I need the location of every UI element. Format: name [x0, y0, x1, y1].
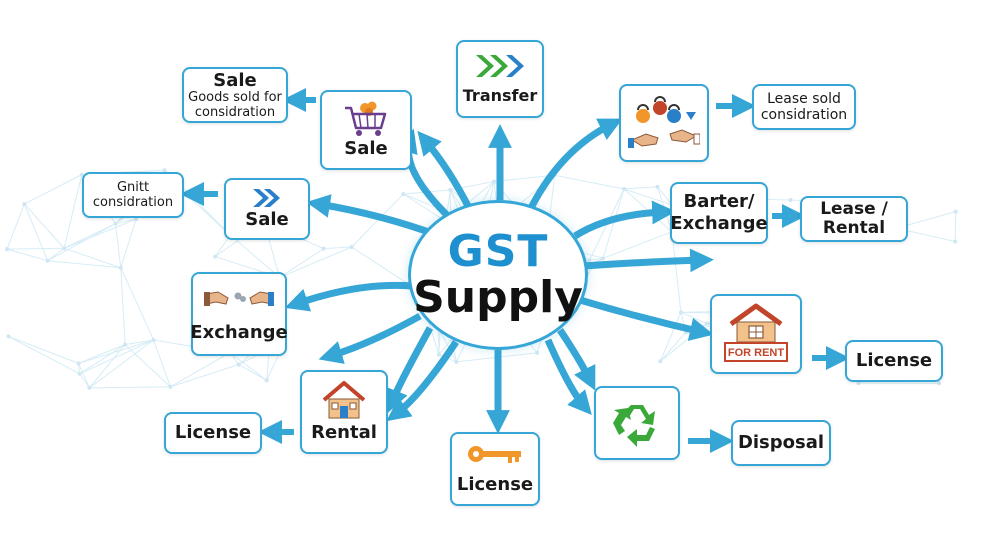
- sale-chevron-label: Sale: [245, 209, 289, 230]
- house-icon: [322, 381, 366, 419]
- disposal-label: Disposal: [737, 432, 825, 453]
- exchange-label: Exchange: [190, 322, 288, 343]
- lease-rental-line2: Rental: [822, 218, 886, 238]
- gift-consideration-node[interactable]: Gnitt considration: [82, 172, 184, 218]
- license-key-node[interactable]: License: [450, 432, 540, 506]
- license-right-node[interactable]: License: [845, 340, 943, 382]
- barter-line2: Exchange: [670, 213, 768, 234]
- for-rent-house-icon: FOR RENT: [724, 303, 788, 362]
- license-right-label: License: [855, 350, 933, 371]
- license-left-label: License: [174, 422, 252, 443]
- for-rent-node[interactable]: FOR RENT: [710, 294, 802, 374]
- sale-goods-sub1: Goods sold for: [188, 89, 282, 105]
- key-icon: [468, 446, 521, 463]
- lease-sold-node[interactable]: Lease sold considration: [752, 84, 856, 130]
- lease-rental-node[interactable]: Lease / Rental: [800, 196, 908, 242]
- padlocks-hands-icon: [628, 96, 700, 148]
- sale-cart-label: Sale: [344, 138, 388, 159]
- rental-label: Rental: [311, 422, 377, 443]
- for-rent-sign-text: FOR RENT: [728, 347, 785, 359]
- lease-rental-line1: Lease /: [820, 199, 888, 219]
- transfer-node[interactable]: Transfer: [456, 40, 544, 118]
- sale-goods-title: Sale: [213, 69, 257, 91]
- handshake-exchange-icon: [204, 291, 274, 306]
- license-left-node[interactable]: License: [164, 412, 262, 454]
- lease-sold-line2: considration: [760, 107, 848, 123]
- sale-goods-sub2: considration: [194, 104, 276, 120]
- exchange-node[interactable]: Exchange: [190, 272, 288, 356]
- lease-sold-line1: Lease sold: [767, 91, 841, 107]
- sale-chevron-node[interactable]: Sale: [224, 178, 310, 240]
- transfer-label: Transfer: [462, 86, 538, 105]
- sale-cart-node[interactable]: Sale: [320, 90, 412, 170]
- barter-line1: Barter/: [683, 191, 755, 212]
- hub-title-gst: GST: [447, 226, 549, 277]
- sale-goods-node[interactable]: Sale Goods sold for considration: [182, 67, 288, 123]
- disposal-recycle-node[interactable]: [594, 386, 680, 460]
- gst-supply-hub: GST Supply: [408, 200, 588, 350]
- shopping-cart-icon: [345, 101, 387, 136]
- hub-title-supply: Supply: [413, 272, 583, 323]
- disposal-node[interactable]: Disposal: [731, 420, 831, 466]
- gift-line1: Gnitt: [116, 180, 150, 195]
- gift-line2: considration: [92, 195, 174, 210]
- double-chevron-icon: [253, 189, 280, 207]
- recycle-icon: [613, 405, 655, 447]
- rental-node[interactable]: Rental: [300, 370, 388, 454]
- transfer-chevrons-icon: [476, 55, 524, 77]
- license-key-label: License: [456, 474, 534, 495]
- barter-exchange-node[interactable]: Barter/ Exchange: [670, 182, 768, 244]
- lease-padlocks-node[interactable]: [619, 84, 709, 162]
